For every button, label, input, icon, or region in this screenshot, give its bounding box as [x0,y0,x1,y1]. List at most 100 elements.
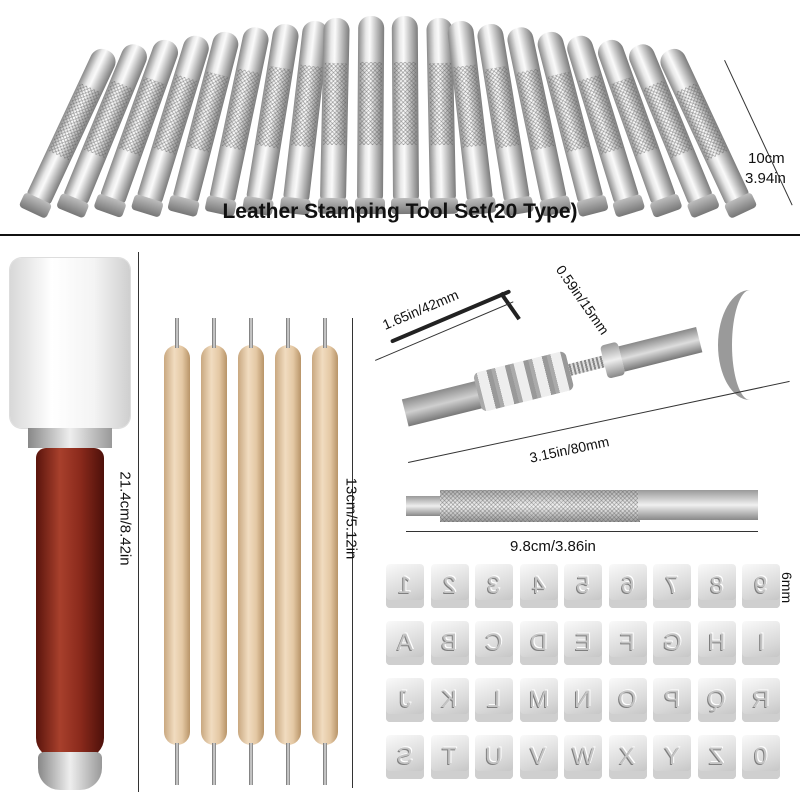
letter-stamp: Y [653,735,691,779]
stamp-character: 2 [442,572,457,599]
stylus-tip-bottom [249,743,253,785]
letter-stamp: 0 [742,735,780,779]
letter-stamp: B [430,621,469,665]
dotting-tool [164,318,190,785]
stamping-tool [391,15,422,215]
letter-stamp: D [519,621,558,665]
stamp-character: Y [663,743,680,770]
stamp-character: M [528,686,549,713]
stamp-character: 7 [665,572,679,599]
stylus-tip-top [175,318,179,348]
handle-grip [440,490,640,522]
letter-stamp: V [519,735,558,779]
stamp-character: 5 [576,572,590,599]
letter-stamp: 7 [653,564,691,608]
stylus-tip-top [249,318,253,348]
stamp-character: P [663,686,680,713]
stamp-character: C [485,629,503,656]
letter-stamp: 8 [697,564,736,608]
stamp-character: J [399,686,411,713]
dotting-tool [275,318,301,785]
knife-length-label: 3.15in/80mm [528,433,611,466]
stamp-character: R [752,686,770,713]
stamp-character: O [618,686,637,713]
stamp-character: K [441,686,458,713]
stamp-character: F [620,629,635,656]
letter-stamp: I [742,621,780,665]
stylus-tip-top [286,318,290,348]
stamp-character: A [396,629,413,656]
stamp-character: I [757,629,765,656]
dotting-tool [201,318,227,785]
stylus-tip-top [323,318,327,348]
stamping-tool [354,15,385,215]
height-in-label: 3.94in [745,170,786,187]
knife-body [401,313,739,428]
handle-dimension-line [406,531,758,532]
letter-stamp: N [564,678,602,722]
letter-stamp: R [742,678,780,722]
letter-stamp: M [519,678,558,722]
stamp-character: N [574,686,592,713]
letter-stamp: 2 [430,564,469,608]
letter-stamp: L [475,678,513,722]
stamp-character: S [396,743,413,770]
stamp-character: T [442,743,457,770]
letter-stamp: P [653,678,691,722]
dotting-length-label: 13cm/5.12in [342,477,360,560]
mallet-end-cap [38,752,102,790]
stamp-character: U [485,743,503,770]
stamp-character: 6 [620,572,635,599]
yoke [718,290,782,400]
stylus-tip-bottom [286,743,290,785]
stylus-tip-top [212,318,216,348]
stamp-character: 8 [709,572,724,599]
stamp-character: E [574,629,591,656]
letter-stamp: S [386,735,424,779]
stamp-character: D [529,629,548,656]
stamp-size-label: 6mm [779,572,795,604]
mallet-dimension-line [138,252,139,792]
handle-length-label: 9.8cm/3.86in [510,538,596,555]
dotting-tool [238,318,264,785]
stamp-character: L [487,686,501,713]
stamp-character: W [571,743,595,770]
letter-stamp: U [475,735,513,779]
stamp-character: 1 [398,572,412,599]
stylus-tip-bottom [323,743,327,785]
stamping-tool [317,17,350,215]
letter-stamp: W [564,735,602,779]
stylus-tip-bottom [175,743,179,785]
letter-stamp: 9 [742,564,780,608]
letter-stamp: O [608,678,647,722]
height-cm-label: 10cm [748,150,785,167]
handle-tip [406,496,442,516]
stamp-character: G [662,629,682,656]
stamp-character: 3 [487,572,501,599]
letter-stamp: X [608,735,647,779]
stamp-character: 4 [531,572,546,599]
letter-stamp: F [608,621,647,665]
dotting-dimension-line [352,318,353,788]
dotting-tool [312,318,338,785]
stamp-character: B [441,629,458,656]
letter-stamp: 6 [608,564,647,608]
letter-stamp: T [430,735,469,779]
letter-stamp: 1 [386,564,424,608]
knife-shaft [618,327,703,372]
mallet-handle [36,448,104,758]
letter-stamp: E [564,621,602,665]
stamp-character: V [530,743,547,770]
mallet-length-label: 21.4cm/8.42in [116,471,134,566]
stamp-character: 9 [754,572,768,599]
stamp-character: H [707,629,726,656]
set-title: Leather Stamping Tool Set(20 Type) [222,200,578,223]
wrench-short-label: 0.59in/15mm [552,262,613,338]
letter-stamp: A [386,621,424,665]
letter-stamp: K [430,678,469,722]
stamp-character: Z [709,743,724,770]
letter-stamp: 3 [475,564,513,608]
letter-stamp: 5 [564,564,602,608]
stamp-character: X [619,743,636,770]
